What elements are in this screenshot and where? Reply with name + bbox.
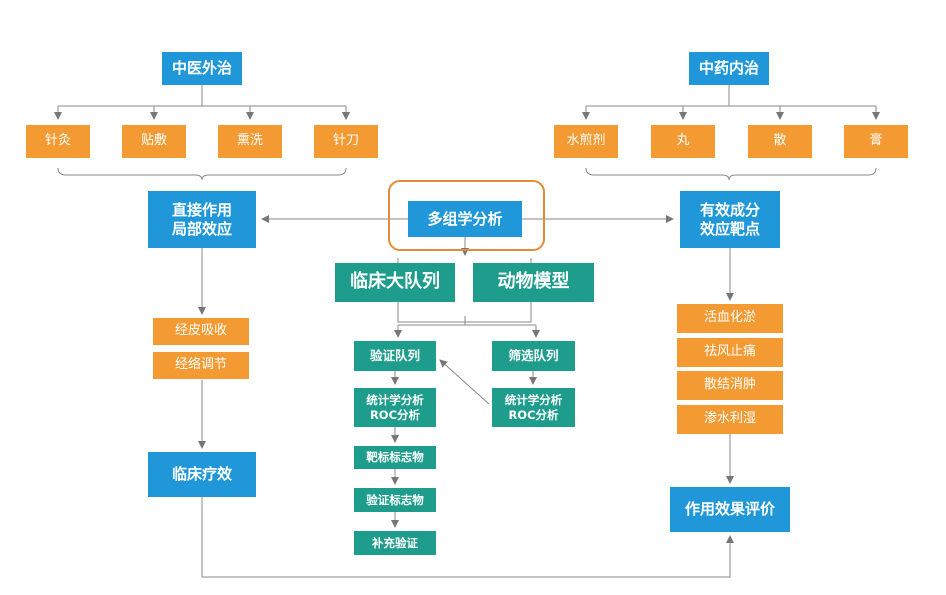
effect-blood-circulation: 活血化淤: [677, 304, 783, 333]
stats-roc-right-box: 统计学分析 ROC分析: [492, 388, 575, 427]
clinical-cohort-box: 临床大队列: [335, 263, 455, 302]
method-plaster: 贴敷: [122, 125, 186, 158]
method-acupuncture: 针灸: [26, 125, 90, 158]
target-markers-box: 靶标标志物: [354, 446, 436, 469]
multiomics-highlight-frame: [388, 180, 545, 251]
method-needle-knife: 针刀: [314, 125, 378, 158]
clinical-efficacy-box: 临床疗效: [148, 452, 256, 497]
mechanism-meridian: 经络调节: [153, 352, 249, 379]
form-pill: 丸: [651, 125, 715, 158]
form-powder: 散: [748, 125, 812, 158]
external-treatment-title: 中医外治: [162, 52, 242, 85]
method-fumigation: 熏洗: [218, 125, 282, 158]
multiomics-box: 多组学分析: [408, 201, 522, 237]
stats-roc-left-box: 统计学分析 ROC分析: [354, 388, 436, 427]
direct-effect-box: 直接作用 局部效应: [148, 191, 256, 248]
effect-evaluation-box: 作用效果评价: [670, 487, 790, 532]
effect-swelling: 散结消肿: [677, 371, 783, 400]
active-components-box: 有效成分 效应靶点: [680, 191, 780, 248]
validation-cohort-box: 验证队列: [354, 341, 436, 371]
mechanism-transdermal: 经皮吸收: [153, 318, 249, 345]
screening-cohort-box: 筛选队列: [492, 341, 575, 371]
effect-dampness: 渗水利湿: [677, 405, 783, 434]
supplementary-validation-box: 补充验证: [354, 531, 436, 555]
animal-model-box: 动物模型: [473, 263, 594, 302]
effect-wind-pain: 祛风止痛: [677, 338, 783, 367]
verify-markers-box: 验证标志物: [354, 488, 436, 512]
form-paste: 膏: [844, 125, 908, 158]
internal-treatment-title: 中药内治: [689, 52, 769, 85]
form-decoction: 水煎剂: [554, 125, 618, 158]
